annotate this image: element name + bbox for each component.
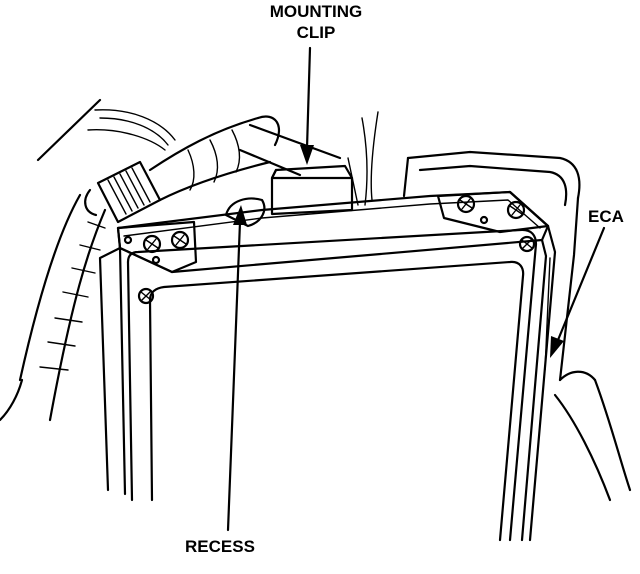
screws-left	[116, 220, 198, 274]
screws-right	[436, 190, 550, 234]
mounting-clip	[270, 111, 379, 216]
mounting-clip-label-line2: CLIP	[297, 23, 336, 42]
wiring-harness	[0, 98, 342, 422]
mounting-clip-label-line1: MOUNTING	[270, 2, 363, 21]
face-corner-screws	[137, 235, 536, 305]
eca-leader	[550, 226, 606, 358]
hose-clamp	[84, 160, 162, 224]
mounting-clip-leader	[300, 46, 314, 165]
recess-label: RECESS	[185, 537, 255, 556]
mounting-bracket	[402, 150, 632, 502]
recess-leader	[226, 205, 247, 532]
eca-module	[98, 190, 557, 542]
eca-label: ECA	[588, 207, 624, 226]
